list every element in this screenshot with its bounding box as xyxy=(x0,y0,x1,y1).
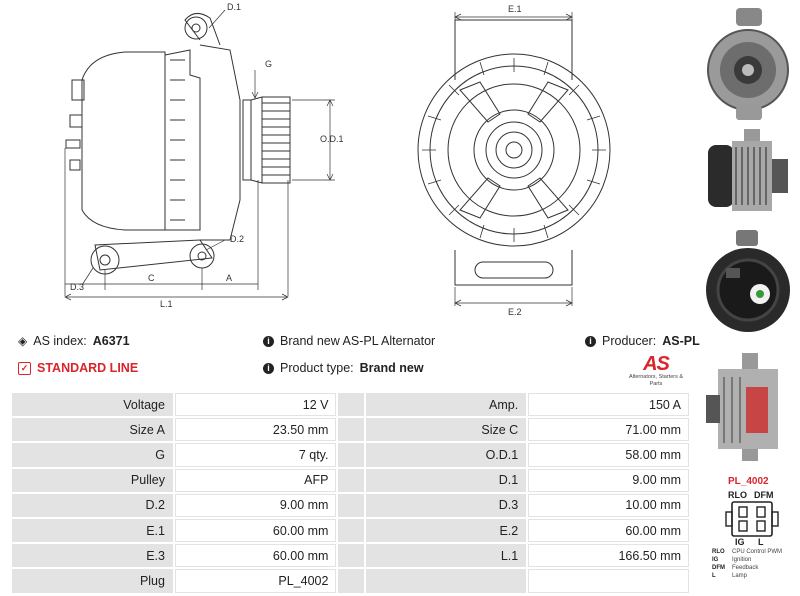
spec-label: Size C xyxy=(363,416,529,444)
dim-d1: D.1 xyxy=(227,2,241,12)
dim-e1: E.1 xyxy=(508,4,522,14)
technical-drawing: D.1 G O.D.1 D.2 D.3 C A L.1 E. xyxy=(64,2,611,317)
spec-value: 58.00 mm xyxy=(526,441,691,469)
spec-label: D.1 xyxy=(363,466,529,494)
logo-mark: AS xyxy=(643,353,670,375)
as-index: ◈ AS index: A6371 xyxy=(18,334,130,348)
alternator-side-image xyxy=(708,129,788,211)
product-photo-top[interactable] xyxy=(702,347,798,465)
dim-d3: D.3 xyxy=(70,282,84,292)
spec-label: Plug xyxy=(10,567,175,595)
logo-tagline: Alternators, Starters & Parts xyxy=(628,374,684,387)
dim-c: C xyxy=(148,273,155,283)
spec-gap xyxy=(336,567,366,595)
spec-value: 60.00 mm xyxy=(526,516,691,545)
spec-value: 166.50 mm xyxy=(526,542,691,570)
spec-label: Size A xyxy=(10,416,175,444)
plug-label-rlo: RLO xyxy=(728,490,747,500)
info-circle-icon: i xyxy=(263,335,274,347)
dim-od1: O.D.1 xyxy=(320,134,344,144)
product-type: i Product type: Brand new xyxy=(263,361,424,375)
alternator-top-image xyxy=(706,353,778,461)
dim-e2: E.2 xyxy=(508,307,522,317)
plug-label-l: L xyxy=(758,537,764,547)
spec-value: 9.00 mm xyxy=(172,491,339,519)
spec-value: 60.00 mm xyxy=(172,542,339,570)
spec-value: 12 V xyxy=(172,390,339,419)
as-index-value: A6371 xyxy=(92,334,130,348)
spec-value: 71.00 mm xyxy=(526,416,691,444)
brand-new-note: i Brand new AS-PL Alternator xyxy=(263,334,435,348)
plug-title: PL_4002 xyxy=(728,476,769,487)
spec-gap xyxy=(336,491,366,519)
spec-label: E.1 xyxy=(10,516,175,545)
dim-g: G xyxy=(265,59,272,69)
spec-label: D.3 xyxy=(363,491,529,519)
spec-label: E.3 xyxy=(10,542,175,570)
product-photo-front[interactable] xyxy=(702,6,798,124)
spec-value: 150 A xyxy=(526,390,691,419)
plug-label-ig: IG xyxy=(735,537,745,547)
spec-value xyxy=(526,567,691,595)
spec-label: G xyxy=(10,441,175,469)
spec-gap xyxy=(336,441,366,469)
plug-connector-icon xyxy=(725,501,779,537)
info-circle-icon: i xyxy=(585,335,596,347)
producer: i Producer: AS-PL xyxy=(585,334,700,348)
info-circle-icon: i xyxy=(263,362,274,374)
spec-value: 10.00 mm xyxy=(526,491,691,519)
spec-gap xyxy=(336,390,366,419)
spec-label xyxy=(363,567,529,595)
alternator-front-image xyxy=(707,8,789,120)
spec-value: 9.00 mm xyxy=(526,466,691,494)
product-photo-side[interactable] xyxy=(702,127,798,223)
spec-gap xyxy=(336,542,366,570)
spec-value: 7 qty. xyxy=(172,441,339,469)
as-logo: AS Alternators, Starters & Parts xyxy=(622,354,690,388)
spec-label: E.2 xyxy=(363,516,529,545)
plug-label-dfm: DFM xyxy=(754,490,774,500)
spec-gap xyxy=(336,466,366,494)
spec-label: L.1 xyxy=(363,542,529,570)
spec-value: PL_4002 xyxy=(172,567,339,595)
tag-icon: ◈ xyxy=(18,334,28,348)
spec-label: O.D.1 xyxy=(363,441,529,469)
spec-label: Voltage xyxy=(10,390,175,419)
spec-label: Amp. xyxy=(363,390,529,419)
spec-gap xyxy=(336,416,366,444)
spec-label: Pulley xyxy=(10,466,175,494)
spec-value: 23.50 mm xyxy=(172,416,339,444)
dim-l1: L.1 xyxy=(160,299,173,309)
spec-label: D.2 xyxy=(10,491,175,519)
product-type-value: Brand new xyxy=(359,361,424,375)
producer-value: AS-PL xyxy=(662,334,700,348)
spec-value: AFP xyxy=(172,466,339,494)
product-photo-rear[interactable] xyxy=(702,228,798,344)
dim-a: A xyxy=(226,273,232,283)
check-square-icon: ✓ xyxy=(18,361,31,375)
dim-d2: D.2 xyxy=(230,234,244,244)
spec-gap xyxy=(336,516,366,545)
standard-line: ✓ STANDARD LINE xyxy=(18,361,138,375)
spec-value: 60.00 mm xyxy=(172,516,339,545)
alternator-rear-image xyxy=(706,230,790,332)
